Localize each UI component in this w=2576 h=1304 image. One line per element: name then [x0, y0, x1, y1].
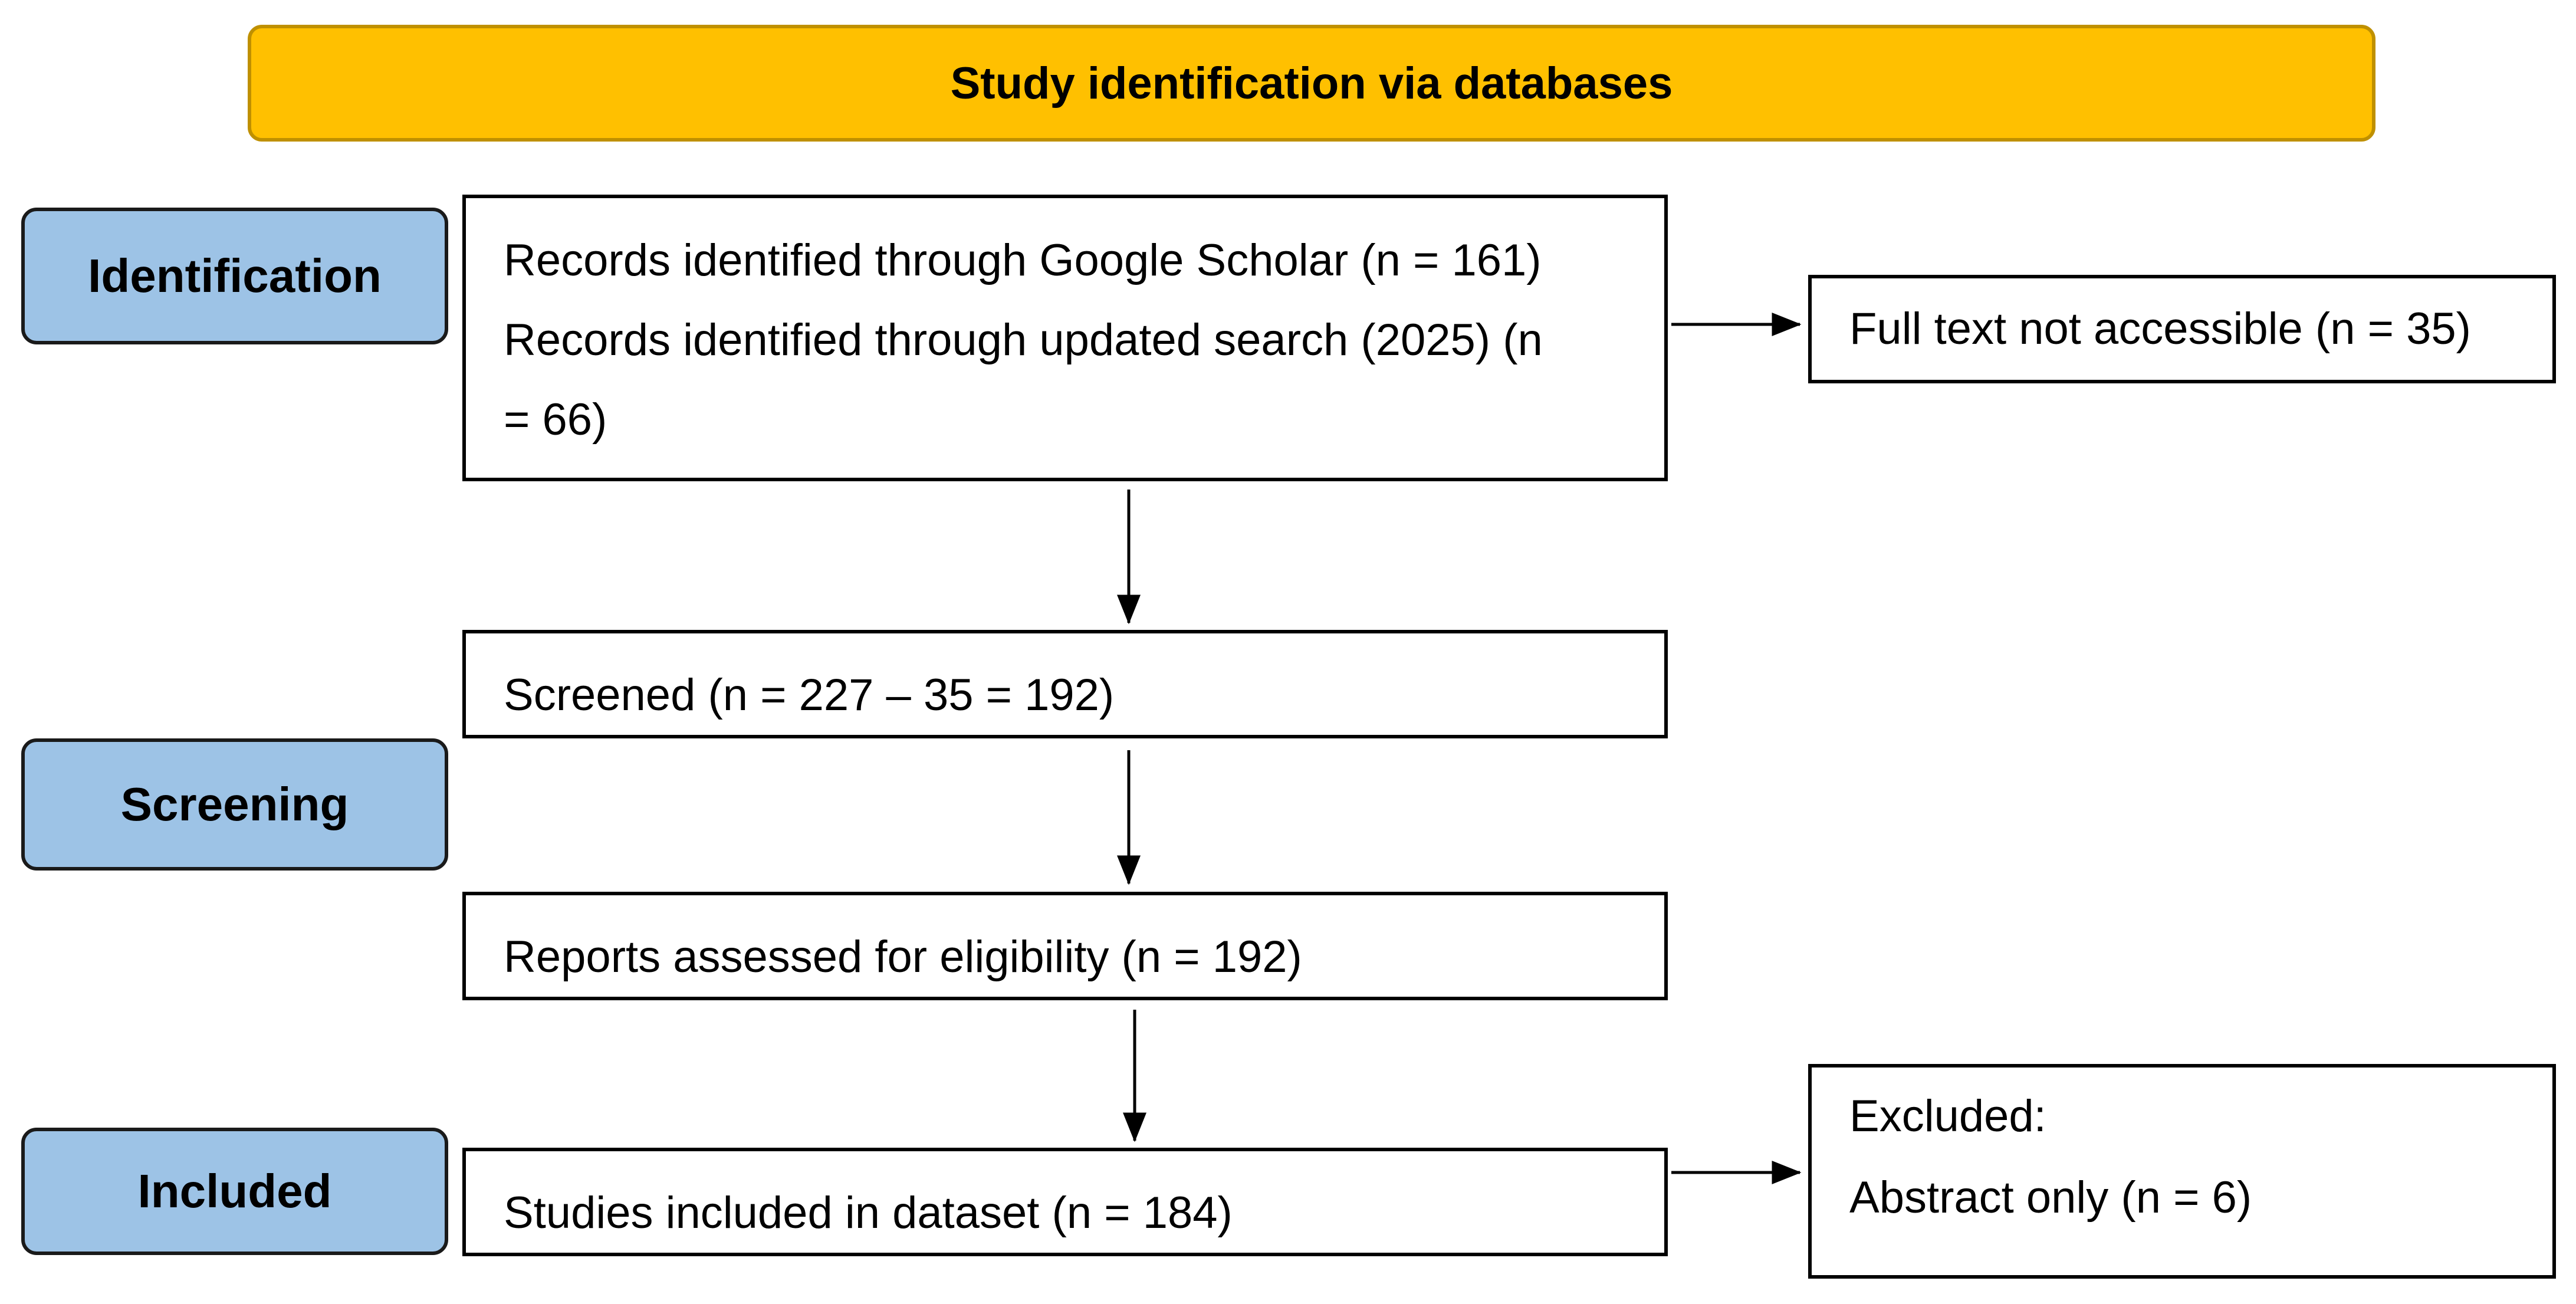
records-updated-search-cont: = 66) — [504, 395, 607, 445]
screened-box: Screened (n = 227 – 35 = 192) — [462, 630, 1668, 738]
excluded-reason: Abstract only (n = 6) — [1849, 1172, 2252, 1223]
screened-text: Screened (n = 227 – 35 = 192) — [504, 670, 1115, 720]
records-google-scholar: Records identified through Google Schola… — [504, 235, 1542, 285]
excluded-title: Excluded: — [1849, 1091, 2046, 1141]
stage-included: Included — [21, 1128, 448, 1255]
stage-identification-label: Identification — [88, 249, 382, 302]
stage-screening: Screening — [21, 738, 448, 871]
studies-included-text: Studies included in dataset (n = 184) — [504, 1188, 1233, 1238]
records-updated-search: Records identified through updated searc… — [504, 315, 1543, 365]
stage-identification: Identification — [21, 208, 448, 344]
stage-included-label: Included — [137, 1165, 332, 1217]
eligibility-box: Reports assessed for eligibility (n = 19… — [462, 892, 1668, 1000]
eligibility-text: Reports assessed for eligibility (n = 19… — [504, 932, 1302, 982]
records-identified-box: Records identified through Google Schola… — [462, 195, 1668, 481]
excluded-box: Excluded: Abstract only (n = 6) — [1808, 1064, 2556, 1279]
stage-screening-label: Screening — [120, 778, 349, 830]
diagram-title-banner: Study identification via databases — [248, 25, 2375, 142]
not-accessible-text: Full text not accessible (n = 35) — [1849, 304, 2471, 354]
not-accessible-box: Full text not accessible (n = 35) — [1808, 275, 2556, 383]
studies-included-box: Studies included in dataset (n = 184) — [462, 1148, 1668, 1256]
diagram-title: Study identification via databases — [950, 58, 1673, 109]
